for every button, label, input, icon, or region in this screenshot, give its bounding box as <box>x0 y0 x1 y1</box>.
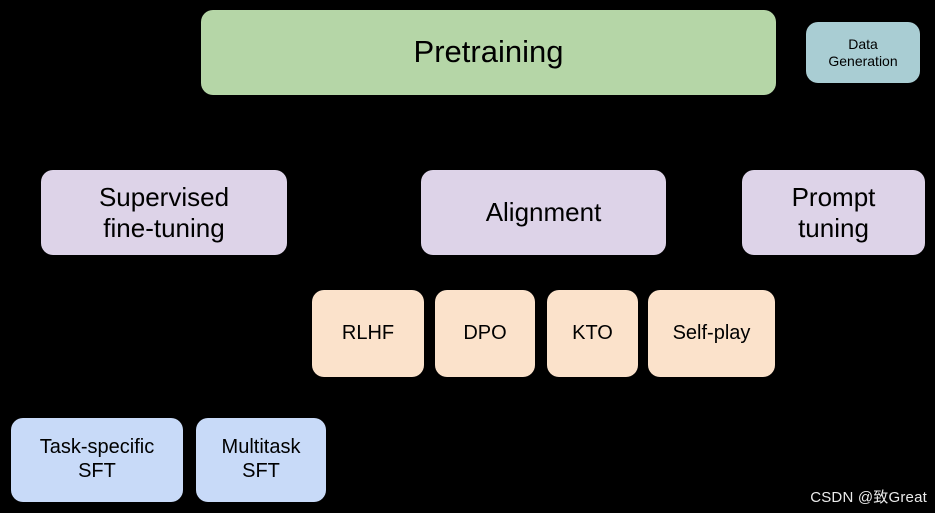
node-alignment[interactable]: Alignment <box>421 170 666 255</box>
node-data-generation[interactable]: Data Generation <box>806 22 920 83</box>
node-multitask-sft[interactable]: Multitask SFT <box>196 418 326 502</box>
node-supervised-fine-tuning[interactable]: Supervised fine-tuning <box>41 170 287 255</box>
node-task-specific-sft[interactable]: Task-specific SFT <box>11 418 183 502</box>
node-self-play[interactable]: Self-play <box>648 290 775 377</box>
node-dpo[interactable]: DPO <box>435 290 535 377</box>
watermark-text: CSDN @致Great <box>810 489 927 506</box>
node-prompt-tuning[interactable]: Prompt tuning <box>742 170 925 255</box>
node-pretraining[interactable]: Pretraining <box>201 10 776 95</box>
node-kto[interactable]: KTO <box>547 290 638 377</box>
node-rlhf[interactable]: RLHF <box>312 290 424 377</box>
